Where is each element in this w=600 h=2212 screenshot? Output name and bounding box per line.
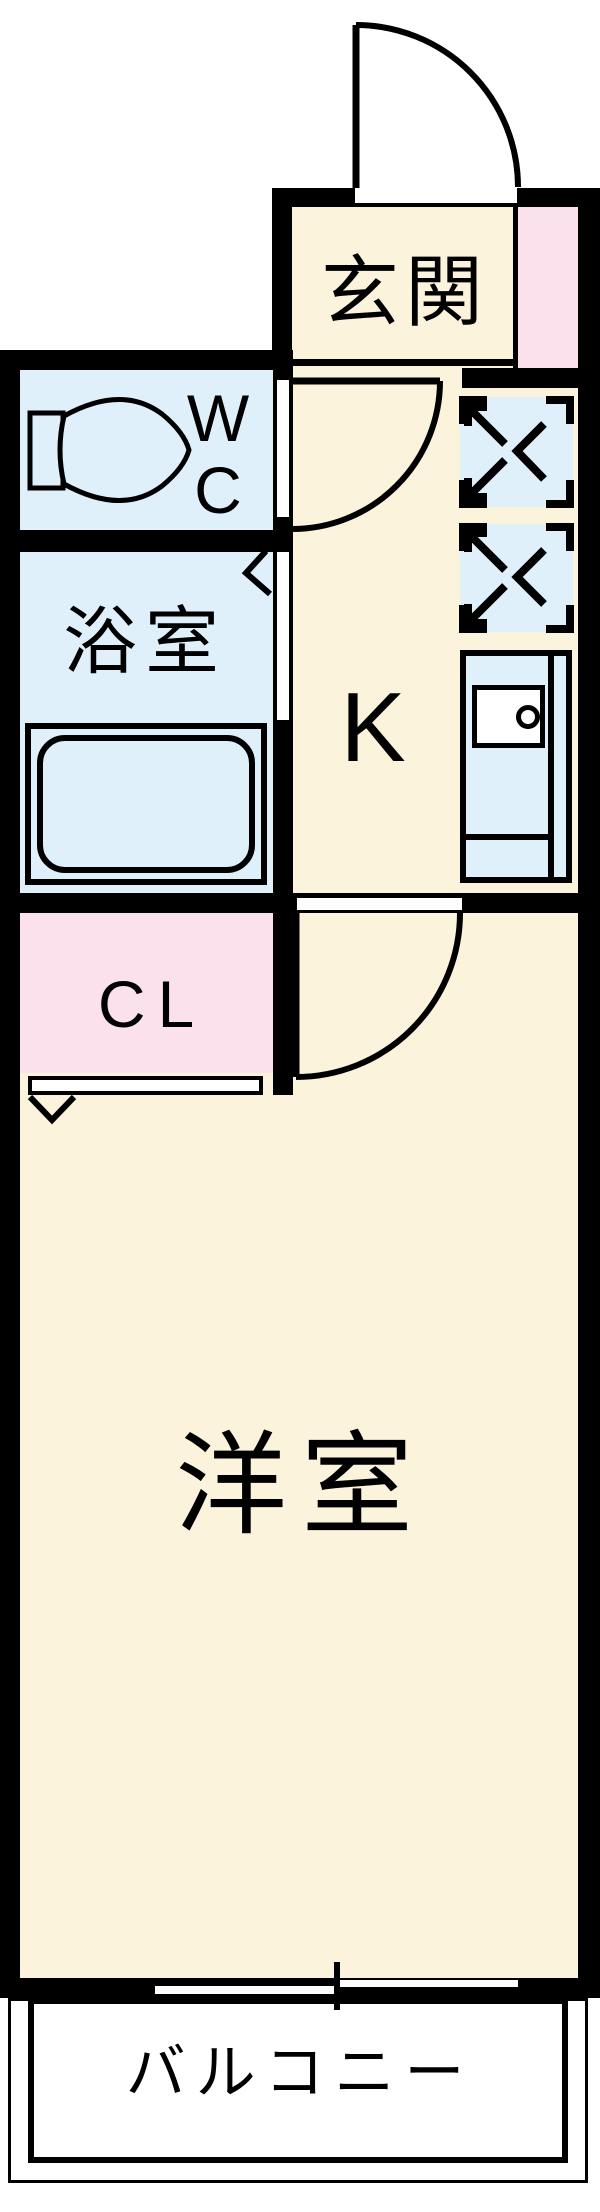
wall-left-outer [0,350,20,1998]
bathtub-inner [37,735,255,873]
western-room-door-swing [292,912,463,1080]
bracket-tr [546,523,574,551]
bracket-tl [459,396,487,424]
wall-right-outer [578,188,600,1998]
appliance-space-symbol-upper [459,396,574,508]
arrow-tl [464,403,508,447]
bracket-tl [459,523,487,551]
kitchen-label: K [340,672,406,782]
entrance-door-arc [355,22,521,188]
entrance-door-swing [352,22,521,188]
faucet-icon [516,705,540,729]
wc-label-line2: C [194,453,242,527]
bathroom-floor [20,552,273,893]
balcony-railing-inner [28,1998,568,2163]
western-room-label: 洋室 [175,1423,427,1548]
wc-label-line1: W [186,381,250,455]
closet-label: CL [97,967,207,1041]
toilet-icon [27,397,192,503]
chevron-left-icon [511,421,547,482]
window-pane-right [340,1980,518,1987]
balcony-label: バルコニー [125,2039,475,2106]
wall-wc-top [0,350,293,370]
wc-door-swing [291,377,443,532]
bathroom-label: 浴室 [63,600,227,683]
closet-floor [20,913,273,1073]
kitchen-counter-shelf-line [466,834,548,840]
bracket-br [546,480,574,508]
arrow-bl [464,457,508,501]
genkan-shoe-cabinet-divider [513,207,518,368]
entrance-door-opening [355,188,517,203]
closet-door [28,1076,263,1095]
chevron-left-icon [511,547,547,607]
wall-stub-below-shoe-cabinet [462,368,600,388]
bathtub-outer [25,723,267,885]
wall-genkan-left [272,188,292,350]
closet-door-chevron-icon [27,1094,77,1125]
genkan-step-line [292,359,513,366]
western-room-door-arc [295,912,463,1080]
bracket-bl [459,605,487,633]
toilet-bowl [57,397,192,503]
genkan-label: 玄関 [320,248,490,336]
wc-door-arc [291,380,443,532]
arrow-bl [464,583,508,627]
bathroom-door-opening [277,552,289,720]
window-pane-left [155,1986,340,1994]
bracket-bl [459,480,487,508]
bathroom-door-chevron-icon [241,548,272,597]
appliance-space-symbol-lower [459,523,574,633]
wc-label: W C [176,382,260,526]
wall-wc-bath-divider [0,530,287,552]
bracket-br [546,605,574,633]
kitchen-counter-divider [548,656,554,877]
western-room-door-opening [297,898,462,910]
wc-door-opening [277,380,289,517]
shoe-cabinet-area [518,207,578,368]
arrow-tl [464,529,508,573]
bracket-tr [546,396,574,424]
